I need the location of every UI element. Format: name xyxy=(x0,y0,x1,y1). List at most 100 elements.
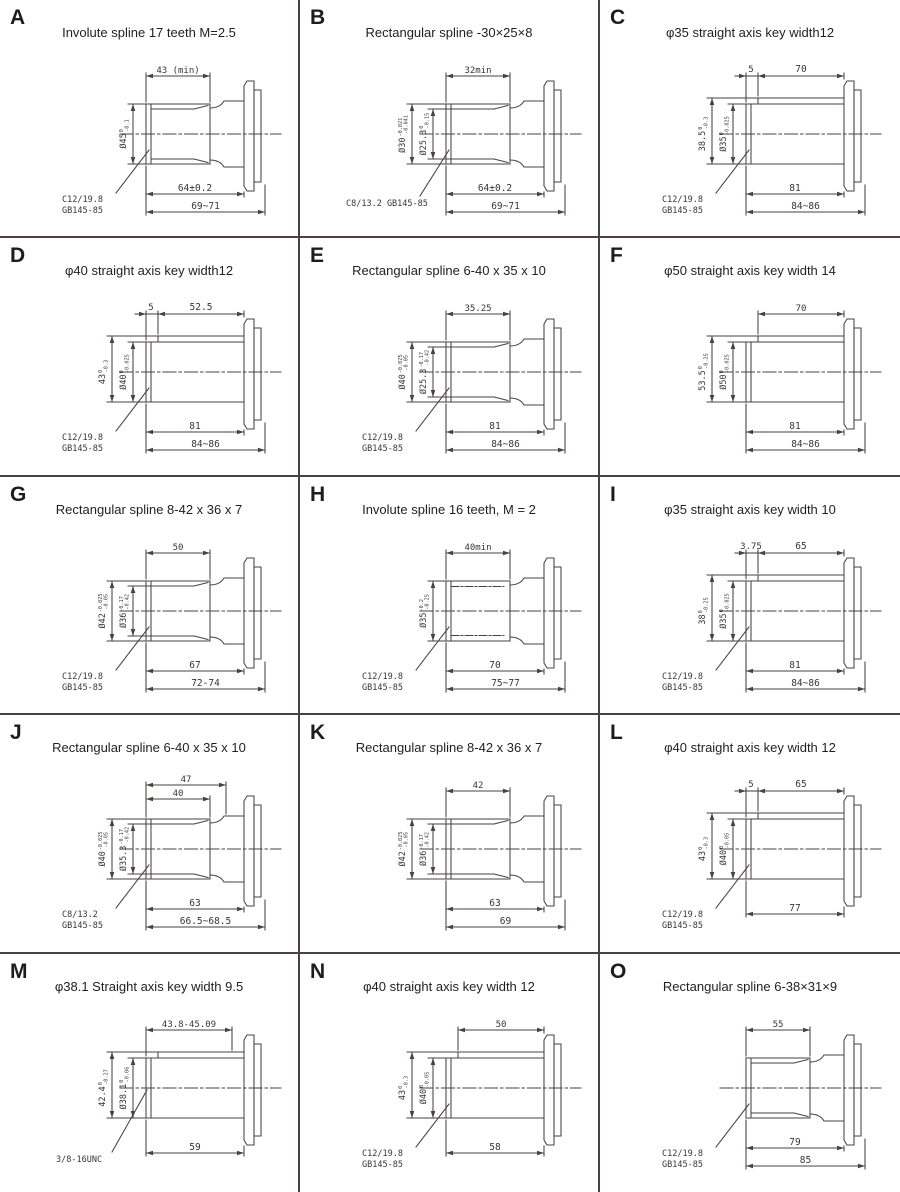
dim-text: GB145-85 xyxy=(62,683,103,693)
panel-title: Involute spline 16 teeth, M = 2 xyxy=(362,501,536,517)
dim-text: 58 xyxy=(489,1142,501,1153)
shaft-technical-drawing: 506772-74Ø42-0.025-0.05Ø36-0.17-0.42C12/… xyxy=(62,543,282,693)
drawing-lines xyxy=(406,72,582,216)
dim-text: 70 xyxy=(796,304,807,314)
dim-text: 69~71 xyxy=(491,201,520,212)
dim-text: C12/19.8 xyxy=(62,433,103,443)
dimension-arrows xyxy=(430,550,565,692)
panel-letter: J xyxy=(10,721,23,745)
dimension-arrows xyxy=(409,1027,544,1155)
dim-text: GB145-85 xyxy=(362,1160,403,1170)
dimension-arrows xyxy=(409,312,565,453)
dim-text: 40min xyxy=(464,543,491,553)
dimension-arrows xyxy=(709,550,865,692)
dim-text: C12/19.8 xyxy=(662,1149,703,1159)
panel-title: Rectangular spline -30×25×8 xyxy=(365,25,533,40)
dim-text: GB145-85 xyxy=(62,921,103,931)
dim-text: 70 xyxy=(489,660,501,671)
dim-text: 5 xyxy=(748,780,753,790)
dim-text: 3/8-16UNC xyxy=(56,1155,102,1165)
dimension-labels: 32min64±0.269~71Ø30-0.021-0.041Ø25.30-0.… xyxy=(346,66,520,212)
dimension-arrows xyxy=(109,782,265,930)
dim-text: GB145-85 xyxy=(362,444,403,454)
diameter-label: Ø450-0.1 xyxy=(118,119,131,148)
dim-text: 55 xyxy=(773,1020,784,1030)
panel-letter: N xyxy=(310,959,326,983)
shaft-technical-drawing: 35.258184~86Ø40-0.025-0.05Ø25.3-0.17-0.4… xyxy=(362,304,582,454)
dim-text: C12/19.8 xyxy=(662,672,703,682)
dim-text: 32min xyxy=(464,66,491,76)
panel-title: Involute spline 17 teeth M=2.5 xyxy=(62,25,236,40)
panel-letter: K xyxy=(310,721,326,745)
diameter-label: 380-0.25 xyxy=(698,597,710,624)
dim-text: GB145-85 xyxy=(662,206,703,216)
panel-letter: L xyxy=(610,721,624,745)
diameter-label: Ø25.3-0.17-0.42 xyxy=(418,350,431,394)
dimension-labels: 47406366.5~68.5Ø40-0.025-0.05Ø35.3-0.17-… xyxy=(62,775,231,931)
dim-text: C8/13.2 xyxy=(62,910,98,920)
diameter-label: Ø400-0.05 xyxy=(718,833,731,865)
dim-text: 64±0.2 xyxy=(178,183,212,194)
drawing-lines xyxy=(706,549,882,693)
panel-letter: A xyxy=(10,6,26,29)
dim-text: 65 xyxy=(795,541,806,552)
dimension-arrows xyxy=(746,1027,865,1168)
dim-text: C12/19.8 xyxy=(362,1149,403,1159)
panel-title: Rectangular spline 6-40 x 35 x 10 xyxy=(52,740,246,756)
dimension-arrows xyxy=(109,312,265,453)
diameter-label: Ø36-0.17-0.42 xyxy=(118,594,131,628)
diameter-label: 42.40-0.27 xyxy=(98,1069,110,1107)
diameter-label: 53.50-0.25 xyxy=(698,354,710,392)
dim-text: 63 xyxy=(189,898,200,909)
drawing-lines xyxy=(106,549,282,693)
dim-text: 85 xyxy=(800,1155,811,1166)
dimension-arrows xyxy=(109,1027,244,1155)
dim-text: C12/19.8 xyxy=(362,433,403,443)
dimension-labels: 506772-74Ø42-0.025-0.05Ø36-0.17-0.42C12/… xyxy=(62,543,220,693)
dim-text: 43.8-45.09 xyxy=(162,1020,216,1030)
dim-text: 79 xyxy=(789,1137,801,1148)
dim-text: GB145-85 xyxy=(662,1160,703,1170)
diameter-label: Ø25.30-0.15 xyxy=(418,113,431,156)
shaft-technical-drawing: 43 (min)64±0.269~71Ø450-0.1C12/19.8GB145… xyxy=(62,66,282,216)
dim-text: 75~77 xyxy=(491,678,520,689)
diameter-label: Ø35.3-0.17-0.42 xyxy=(118,827,131,871)
dim-text: C12/19.8 xyxy=(362,672,403,682)
diameter-label: Ø500-0.025 xyxy=(718,355,731,391)
panel-title: φ50 straight axis key width 14 xyxy=(664,263,836,279)
panel-letter: C xyxy=(610,6,626,29)
panel-title: φ35 straight axis key width12 xyxy=(665,25,835,40)
panel-title: φ40 straight axis key width12 xyxy=(64,263,234,279)
dim-text: 69 xyxy=(500,916,512,927)
diameter-label: Ø35-0.2-0.25 xyxy=(418,594,431,628)
dim-text: 47 xyxy=(181,775,192,785)
dim-text: 64±0.2 xyxy=(478,183,512,194)
dim-text: C8/13.2 GB145-85 xyxy=(346,199,428,209)
panel-title: φ40 straight axis key width 12 xyxy=(363,978,535,994)
drawing-lines xyxy=(115,72,282,216)
dim-text: 81 xyxy=(489,421,501,432)
panel-letter: O xyxy=(610,959,627,983)
drawing-lines xyxy=(706,787,882,918)
dim-text: C12/19.8 xyxy=(662,195,703,205)
dim-text: 72-74 xyxy=(191,678,220,689)
shaft-technical-drawing: 47406366.5~68.5Ø40-0.025-0.05Ø35.3-0.17-… xyxy=(62,775,282,931)
panel-letter: H xyxy=(310,482,326,506)
diameter-label: 430-0.3 xyxy=(98,360,110,384)
dim-text: 81 xyxy=(789,660,801,671)
